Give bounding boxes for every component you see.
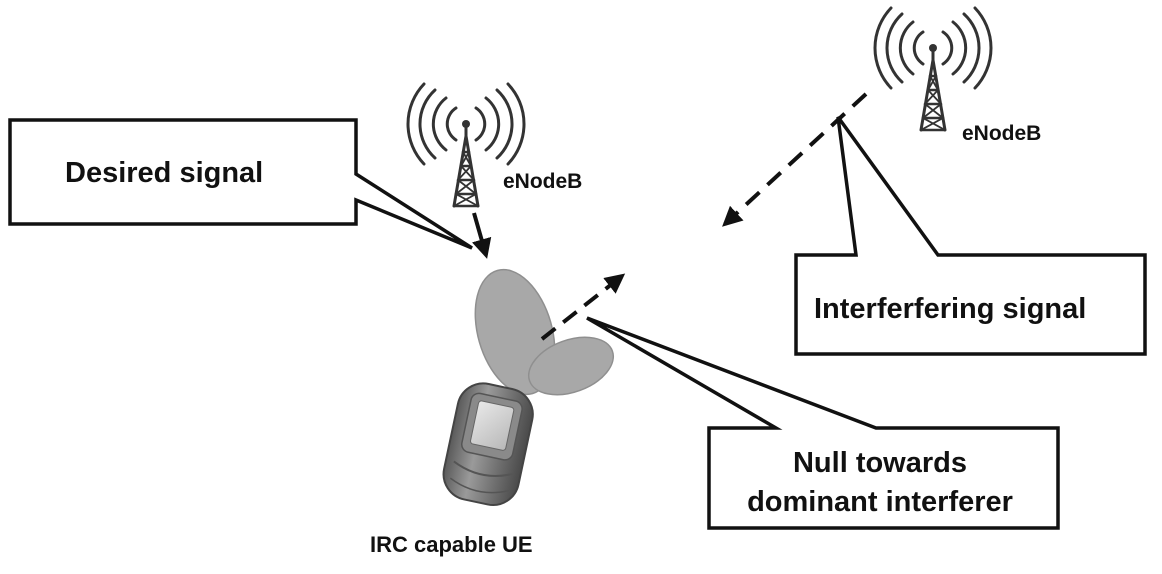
desired-signal-arrow bbox=[471, 212, 492, 259]
null-callout-line2: dominant interferer bbox=[747, 486, 1013, 518]
interfering-signal-label: Interferfering signal bbox=[814, 293, 1086, 325]
enodeb-left-label: eNodeB bbox=[503, 170, 582, 193]
null-direction-arrow bbox=[540, 273, 626, 341]
enodeb-left-tower-icon bbox=[406, 82, 526, 208]
mobile-phone-icon bbox=[442, 382, 534, 507]
beam-pattern-lobes bbox=[474, 268, 615, 396]
null-callout: Null towards dominant interferer bbox=[586, 316, 1060, 530]
enodeb-right-tower-icon bbox=[873, 6, 993, 132]
enodeb-right-label: eNodeB bbox=[962, 122, 1041, 145]
desired-signal-label: Desired signal bbox=[65, 157, 263, 189]
interfering-signal-callout: Interferfering signal bbox=[794, 115, 1147, 356]
null-callout-line1: Null towards bbox=[793, 447, 967, 479]
interfering-signal-arrow bbox=[722, 92, 868, 227]
ue-label: IRC capable UE bbox=[370, 532, 533, 557]
desired-signal-callout: Desired signal bbox=[8, 118, 473, 250]
